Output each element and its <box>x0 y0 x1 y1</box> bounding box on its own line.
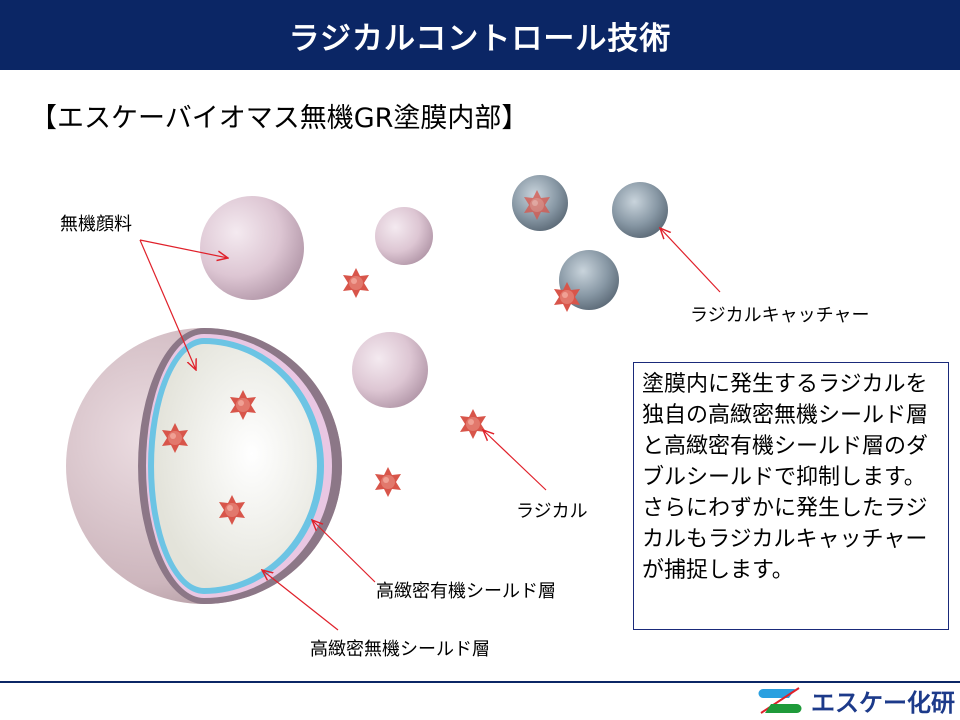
arrow <box>483 430 547 491</box>
arrow <box>660 228 721 293</box>
arrow <box>262 570 339 631</box>
arrow <box>139 239 196 370</box>
radical-icon <box>343 268 369 298</box>
label-radical-catcher: ラジカルキャッチャー <box>690 305 870 326</box>
page-title: ラジカルコントロール技術 <box>288 20 672 57</box>
label-inorganic-pigment: 無機顔料 <box>60 214 132 235</box>
inorganic-pigment-sphere <box>352 332 428 408</box>
description-box: 塗膜内に発生するラジカルを独自の高緻密無機シールド層と高緻密有機シールド層のダブ… <box>633 362 949 630</box>
inorganic-pigment-sphere <box>200 196 304 300</box>
label-radical: ラジカル <box>516 501 588 522</box>
radical-icon <box>460 409 486 439</box>
arrow <box>139 239 228 258</box>
cutaway-sphere <box>66 328 342 604</box>
arrow <box>312 520 376 583</box>
arrows <box>139 228 721 631</box>
inorganic-pigment-sphere <box>375 207 433 265</box>
radical-icon <box>375 467 401 497</box>
title-bar: ラジカルコントロール技術 <box>0 0 960 70</box>
radical-catcher-sphere <box>612 182 668 238</box>
company-logo: エスケー化研 <box>755 683 955 718</box>
subtitle: 【エスケーバイオマス無機GR塗膜内部】 <box>30 103 529 134</box>
company-name: エスケー化研 <box>811 689 955 717</box>
label-inorganic-shield: 高緻密無機シールド層 <box>310 639 490 660</box>
footer-divider <box>0 681 960 683</box>
label-organic-shield: 高緻密有機シールド層 <box>376 581 556 602</box>
logo-mark-icon <box>758 686 802 714</box>
